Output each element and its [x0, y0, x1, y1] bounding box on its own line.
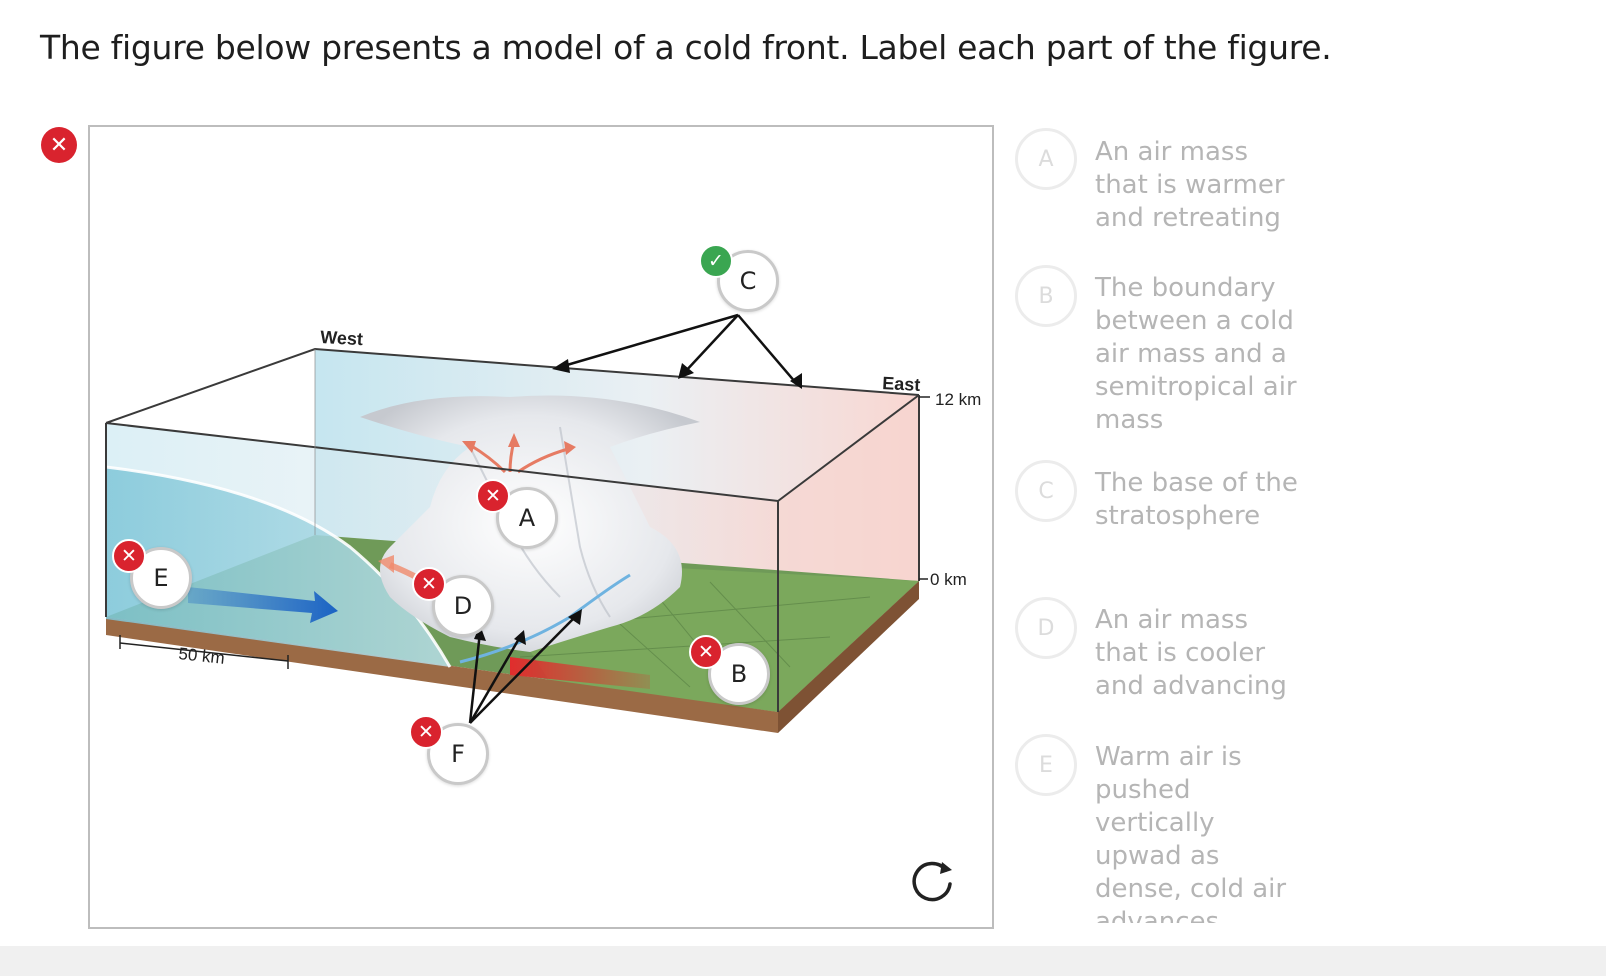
option-c-circle[interactable]: C	[1015, 460, 1077, 522]
scale-label: 50 km	[178, 644, 226, 668]
overall-incorrect-icon: ✕	[41, 127, 77, 163]
marker-a[interactable]: A	[496, 487, 558, 549]
bottom-bar	[0, 946, 1606, 976]
marker-c[interactable]: C	[717, 250, 779, 312]
option-e-circle[interactable]: E	[1015, 734, 1077, 796]
marker-d[interactable]: D	[432, 575, 494, 637]
marker-e-incorrect-icon: ✕	[112, 539, 146, 573]
option-a-circle[interactable]: A	[1015, 128, 1077, 190]
top-km-label: 12 km	[935, 390, 981, 409]
marker-d-incorrect-icon: ✕	[412, 567, 446, 601]
marker-a-incorrect-icon: ✕	[476, 479, 510, 513]
option-d-circle[interactable]: D	[1015, 597, 1077, 659]
option-c-text[interactable]: The base of the stratosphere	[1095, 468, 1298, 531]
option-a-text[interactable]: An air mass that is warmer and retreatin…	[1095, 137, 1285, 233]
marker-c-correct-icon: ✓	[699, 244, 733, 278]
option-b-circle[interactable]: B	[1015, 265, 1077, 327]
west-label: West	[320, 327, 364, 349]
marker-b-incorrect-icon: ✕	[689, 635, 723, 669]
marker-f-incorrect-icon: ✕	[409, 715, 443, 749]
marker-b[interactable]: B	[708, 643, 770, 705]
east-label: East	[882, 373, 921, 395]
reset-icon[interactable]	[906, 856, 958, 908]
option-d-text[interactable]: An air mass that is cooler and advancing	[1095, 605, 1287, 701]
option-b-text[interactable]: The boundary between a cold air mass and…	[1095, 273, 1297, 435]
option-e-text[interactable]: Warm air is pushed vertically upwad as d…	[1095, 742, 1287, 923]
question-text: The figure below presents a model of a c…	[40, 28, 1332, 67]
zero-km-label: 0 km	[930, 570, 967, 589]
marker-e[interactable]: E	[130, 547, 192, 609]
